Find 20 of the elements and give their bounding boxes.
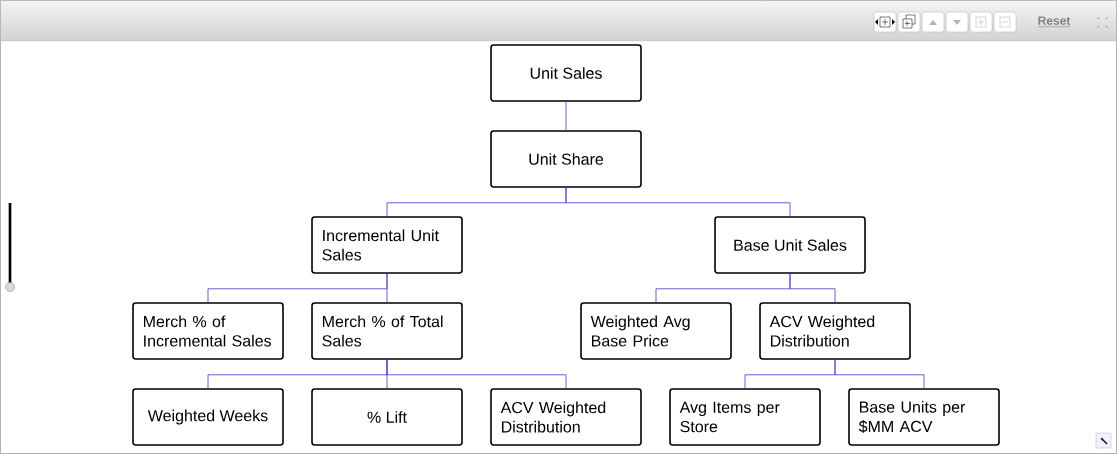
box: Unit Share: [490, 130, 642, 188]
box: Base Unit Sales: [714, 216, 866, 274]
box: ACV Weighted Distribution: [759, 302, 911, 360]
box: Weighted Avg Base Price: [580, 302, 732, 360]
box: % Lift: [311, 388, 463, 446]
box: Base Units per $MM ACV: [848, 388, 1000, 446]
connector: [789, 273, 836, 303]
box: Unit Sales: [490, 44, 642, 102]
reset-link: Reset: [1037, 16, 1071, 27]
box: Merch % of Incremental Sales: [132, 302, 284, 360]
connector: [834, 359, 925, 389]
box: Weighted Weeks: [132, 388, 284, 446]
box: Incremental Unit Sales: [311, 216, 463, 274]
connector: [386, 359, 567, 389]
box: Avg Items per Store: [669, 388, 821, 446]
connector: [386, 273, 388, 303]
connector: [565, 187, 791, 217]
box: Merch % of Total Sales: [311, 302, 463, 360]
connector: [565, 101, 567, 131]
box: ACV Weighted Distribution: [490, 388, 642, 446]
